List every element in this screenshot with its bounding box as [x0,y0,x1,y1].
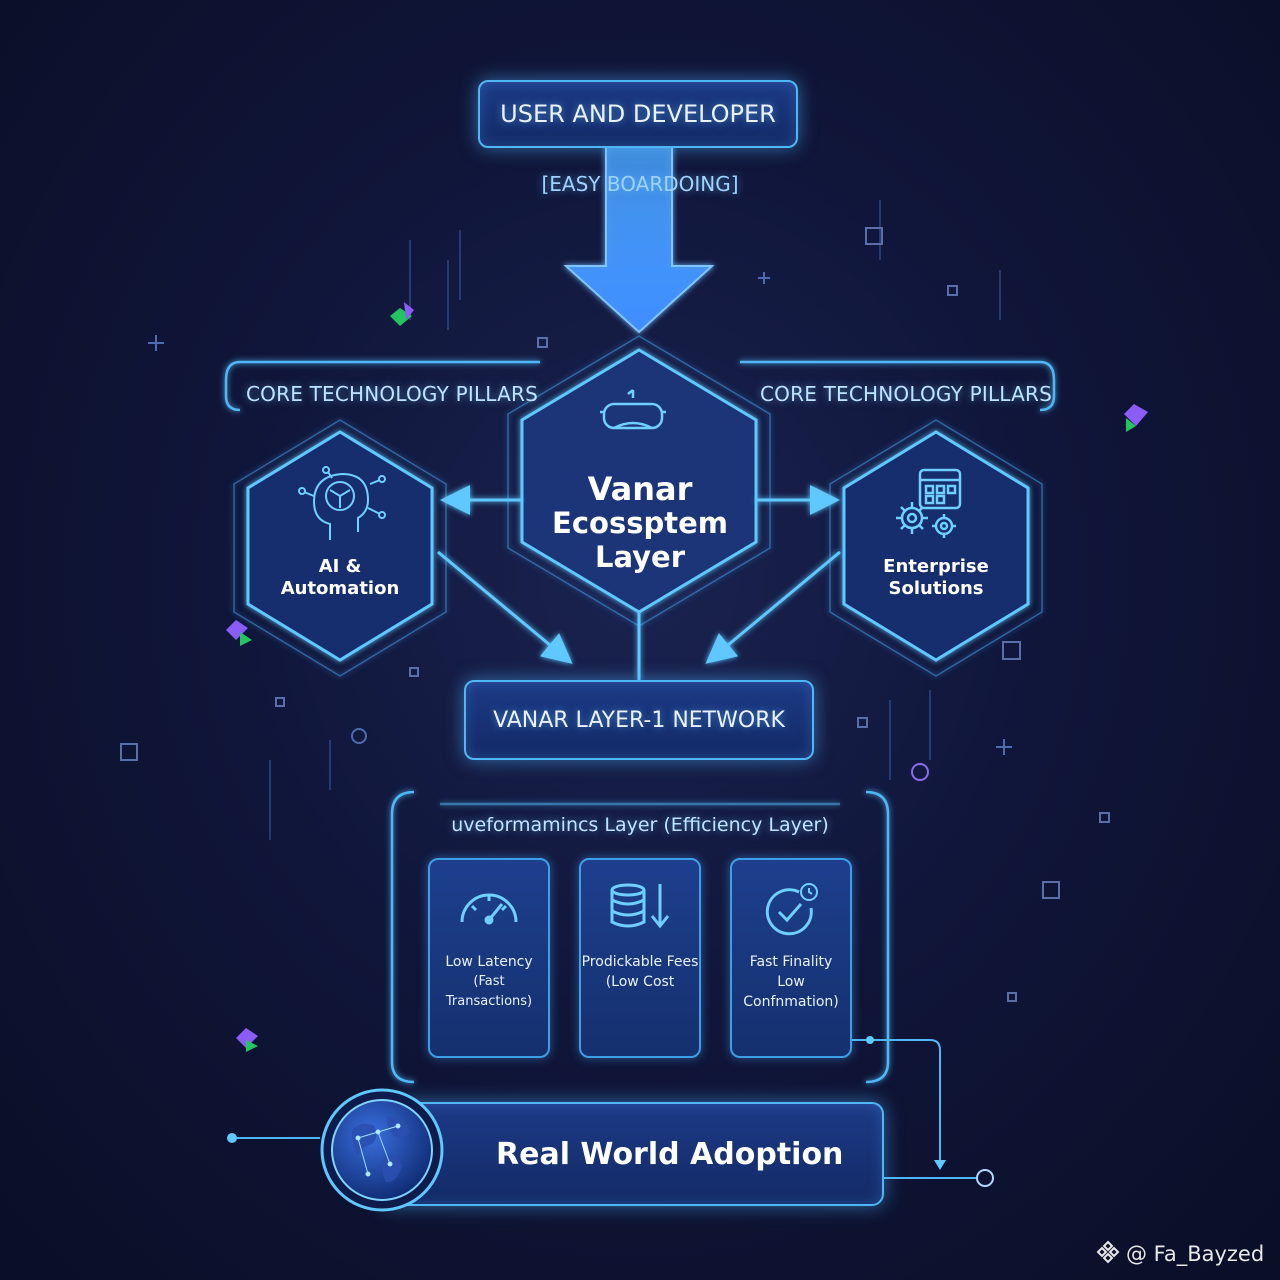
left-hex-label: AI & Automation [270,556,410,600]
adoption-box[interactable]: Real World Adoption [380,1102,884,1206]
user-developer-label: USER AND DEVELOPER [500,100,776,128]
right-hex-label: Enterprise Solutions [866,556,1006,600]
gears-icon [890,466,974,550]
pillars-label-left: CORE TECHNOLOGY PILLARS [246,382,538,406]
vr-headset-icon [600,388,666,444]
right-hex-line2: Solutions [866,578,1006,600]
performance-title: uveformamincs Layer (Efficiency Layer) [400,814,880,836]
network-box[interactable]: VANAR LAYER-1 NETWORK [464,680,814,760]
globe-icon [318,1086,446,1218]
card1-line1: Low Latency [430,952,548,972]
coins-down-arrow-icon [581,882,699,932]
center-hex-label: Vanar Ecossptem Layer [540,472,740,574]
center-hex-line2: Ecossptem [540,506,740,540]
card-predictable-fees[interactable]: Prodickable Fees (Low Cost [579,858,701,1058]
ai-brain-icon [296,462,386,550]
card3-line3: Confnmation) [732,992,850,1012]
right-hex-line1: Enterprise [866,556,1006,578]
check-clock-icon [732,882,850,936]
pillars-label-right: CORE TECHNOLOGY PILLARS [760,382,1052,406]
easy-boarding-label: [EASY BOARDOING] [520,172,760,196]
network-label: VANAR LAYER-1 NETWORK [493,708,785,733]
binance-logo-icon [1096,1240,1120,1268]
adoption-label: Real World Adoption [496,1137,843,1172]
card2-line1: Prodickable Fees [581,952,699,972]
watermark-text: @ Fa_Bayzed [1126,1242,1264,1266]
card3-line2: Low [732,972,850,992]
card-low-latency[interactable]: Low Latency (Fast Transactions) [428,858,550,1058]
card2-line2: (Low Cost [581,972,699,992]
user-developer-box[interactable]: USER AND DEVELOPER [478,80,798,148]
card3-line1: Fast Finality [732,952,850,972]
card-fast-finality[interactable]: Fast Finality Low Confnmation) [730,858,852,1058]
watermark: @ Fa_Bayzed [1096,1240,1264,1268]
center-hex-line1: Vanar [540,472,740,506]
left-hex-line2: Automation [270,578,410,600]
speedometer-icon [430,882,548,926]
center-hex-line3: Layer [540,540,740,574]
card1-line2: (Fast Transactions) [430,972,548,1012]
left-hex-line1: AI & [270,556,410,578]
